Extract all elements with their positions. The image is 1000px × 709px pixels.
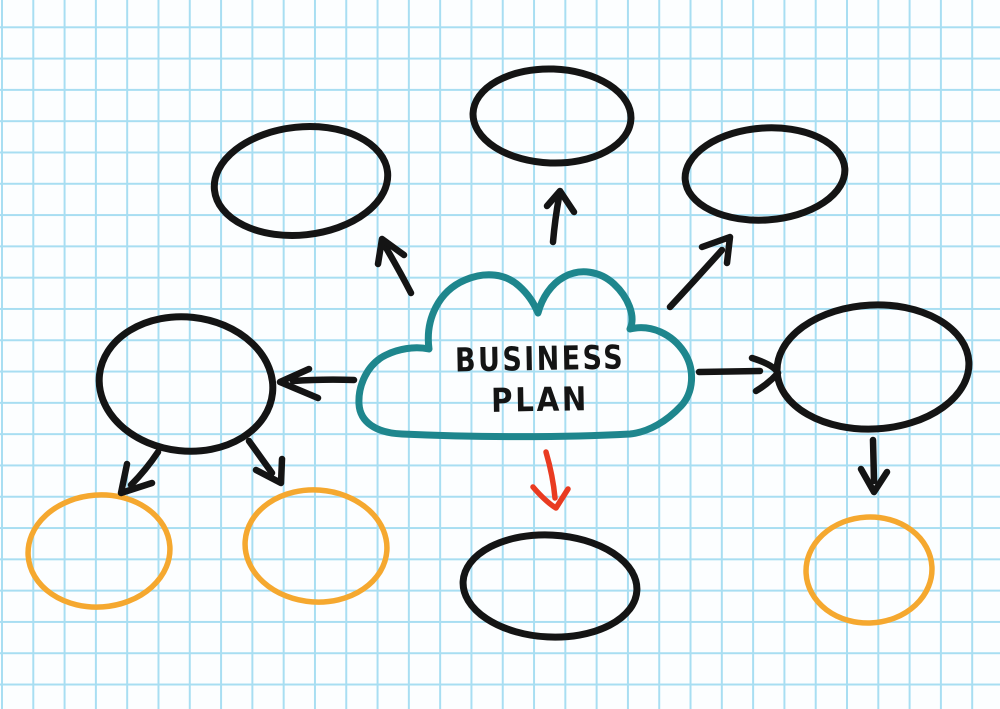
central-cloud-shape	[355, 268, 695, 441]
arrow-right-node-to-subnode	[857, 436, 891, 496]
subnode-ellipse-bottom-left-1	[25, 492, 173, 610]
node-ellipse-left	[95, 313, 277, 455]
arrow-cloud-to-bottom-center-highlight	[530, 449, 571, 511]
arrow-cloud-to-left	[276, 365, 358, 402]
arrow-left-node-to-subnode-2	[245, 437, 286, 487]
subnode-ellipse-bottom-left-2	[242, 487, 390, 605]
arrow-left-node-to-subnode-1	[117, 448, 162, 497]
subnode-ellipse-bottom-right	[803, 514, 935, 626]
arrow-cloud-to-top-left	[374, 235, 415, 297]
node-ellipse-top-right	[681, 124, 849, 224]
node-ellipse-bottom-center	[459, 531, 641, 641]
arrow-cloud-to-top-right	[666, 233, 734, 311]
central-topic-line1: BUSINESS	[455, 338, 626, 380]
node-ellipse-right	[773, 301, 973, 433]
central-topic-line2: PLAN	[491, 379, 590, 420]
arrow-cloud-to-top-center	[543, 187, 578, 246]
arrow-cloud-to-right	[695, 354, 782, 395]
node-ellipse-top-left	[210, 123, 392, 239]
node-ellipse-top-center	[469, 65, 635, 167]
